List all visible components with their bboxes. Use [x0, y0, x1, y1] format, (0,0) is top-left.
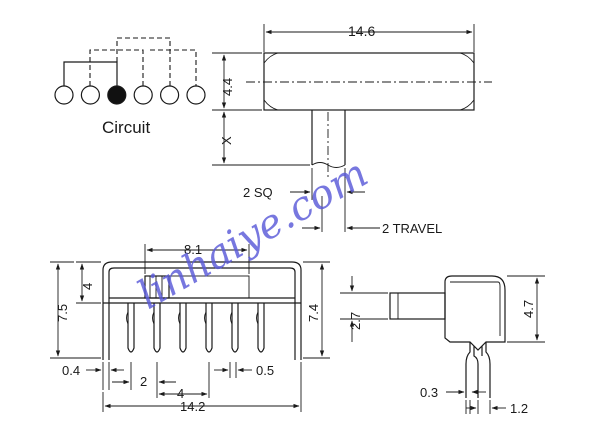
slot-width-label: 8.1: [184, 242, 202, 257]
total-height-right-label: 7.4: [306, 304, 321, 322]
front-width-label: 14.2: [180, 399, 205, 414]
actuator-x-label: X: [219, 136, 234, 145]
top-view-body: [263, 52, 475, 111]
side-housing: [444, 275, 506, 351]
circuit-connections: [63, 37, 197, 86]
top-width-label: 14.6: [348, 23, 375, 39]
pin-span-label: 4: [177, 386, 184, 401]
front-view: 8.1 4 7.5 7.4 0.4 2 4: [50, 242, 330, 414]
side-actuator: [389, 292, 446, 320]
front-pin-bend: [204, 311, 207, 325]
circuit-pin: [54, 85, 74, 105]
front-pin-bend: [256, 311, 259, 325]
slider-knob: [144, 275, 170, 299]
front-pin-bend: [126, 311, 129, 325]
front-pin: [153, 303, 161, 353]
circuit-pin: [107, 85, 127, 105]
front-pin: [127, 303, 135, 353]
front-pin: [257, 303, 265, 353]
actuator-size-label: 2 SQ: [243, 185, 273, 200]
side-thickness-label: 0.3: [420, 385, 438, 400]
front-pin: [205, 303, 213, 353]
side-view: 2.7 4.7 0.3 1.2: [340, 275, 545, 416]
front-pin: [231, 303, 239, 353]
front-pin-bend: [178, 311, 181, 325]
circuit-label: Circuit: [102, 118, 150, 137]
travel-label: 2 TRAVEL: [382, 221, 442, 236]
side-actuator-label: 2.7: [348, 312, 363, 330]
circuit-pin: [186, 85, 206, 105]
watermark: linhaiye.com: [130, 150, 376, 318]
circuit-diagram: Circuit: [54, 37, 206, 137]
top-view: 14.6 4.4 X 2 SQ 2 TRAVEL: [212, 23, 492, 236]
front-frame: [102, 261, 302, 360]
circuit-pins: [54, 85, 206, 105]
circuit-pin: [160, 85, 180, 105]
body-height-label: 4: [80, 283, 95, 290]
side-height-label: 4.7: [521, 300, 536, 318]
actuator: [311, 110, 346, 180]
front-pin: [179, 303, 187, 353]
tab-thickness-label: 0.4: [62, 363, 80, 378]
circuit-pin: [80, 85, 101, 105]
pin-width-label: 0.5: [256, 363, 274, 378]
front-pins: [126, 303, 265, 353]
side-pin-label: 1.2: [510, 401, 528, 416]
front-pin-bend: [152, 311, 155, 325]
circuit-pin: [133, 85, 153, 105]
top-height-label: 4.4: [220, 78, 235, 96]
total-height-left-label: 7.5: [55, 304, 70, 322]
pin-pitch-label: 2: [140, 374, 147, 389]
front-pin-bend: [230, 311, 233, 325]
